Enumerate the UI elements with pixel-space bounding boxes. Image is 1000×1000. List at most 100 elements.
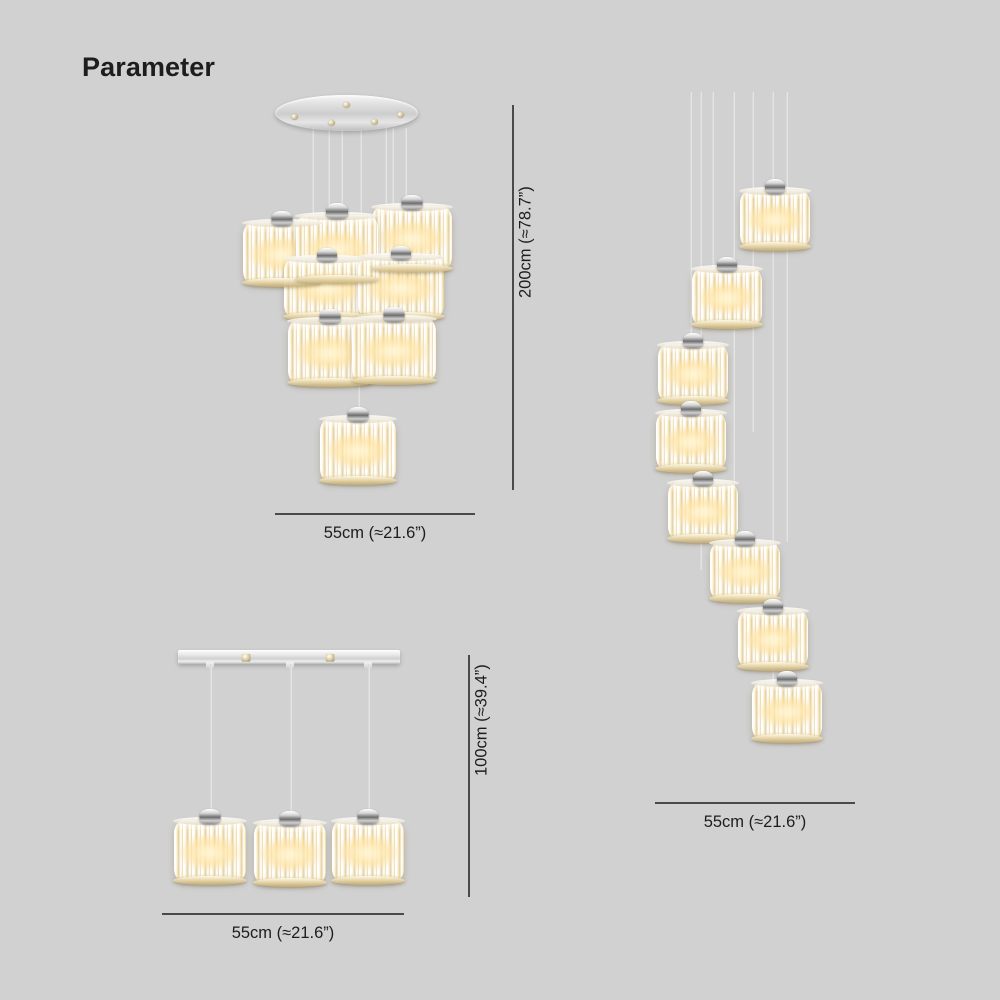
- dimension-label: 55cm (≈21.6”): [323, 524, 427, 542]
- crystal-drum: [320, 418, 396, 482]
- chrome-cap: [683, 333, 703, 348]
- canopy-screw: [371, 119, 378, 125]
- crystal-drum: [752, 682, 822, 740]
- crystal-shade: [173, 809, 247, 885]
- dimension-linear-width: 55cm (≈21.6”): [162, 913, 404, 943]
- chrome-cap: [693, 471, 713, 486]
- chrome-cap: [279, 811, 301, 826]
- shade-top-band: [372, 206, 452, 217]
- chrome-cap: [357, 809, 379, 824]
- crystal-drum: [332, 820, 404, 882]
- suspension-cord: [341, 128, 343, 208]
- shade-bottom-rim: [709, 594, 781, 603]
- suspension-cord: [405, 128, 407, 224]
- lamp-glow: [757, 695, 817, 729]
- dimension-rule: [468, 655, 470, 897]
- crystal-shade: [351, 307, 437, 385]
- chrome-cap: [383, 307, 405, 322]
- shade-bottom-rim: [737, 662, 809, 671]
- lamp-glow: [697, 281, 757, 315]
- canopy-screw: [328, 120, 335, 126]
- dimension-linear-height: 100cm (≈39.4”): [468, 655, 491, 897]
- crystal-shade: [319, 407, 397, 485]
- suspension-cord: [385, 128, 387, 206]
- lamp-glow: [745, 203, 805, 237]
- chrome-cap: [317, 248, 337, 262]
- crystal-shade: [667, 471, 739, 543]
- dimension-label: 200cm (≈78.7”): [516, 185, 535, 298]
- chrome-cap: [319, 309, 341, 324]
- lamp-glow: [337, 834, 399, 870]
- dimension-label: 55cm (≈21.6”): [231, 924, 335, 942]
- shade-bottom-rim: [667, 534, 739, 543]
- page-title: Parameter: [82, 52, 215, 82]
- crystal-shade: [709, 531, 781, 603]
- chrome-cap: [326, 203, 348, 219]
- shade-bottom-rim: [657, 396, 729, 405]
- shade-bottom-rim: [295, 275, 379, 284]
- shade-bottom-rim: [655, 464, 727, 473]
- lamp-glow: [378, 221, 446, 258]
- lamp-glow: [673, 495, 733, 529]
- lamp-glow: [364, 270, 438, 306]
- crystal-shade: [739, 179, 811, 251]
- dimension-label: 100cm (≈39.4”): [472, 664, 491, 776]
- shade-bottom-rim: [739, 242, 811, 251]
- crystal-shade: [657, 333, 729, 405]
- suspension-cord: [690, 92, 692, 344]
- dimension-rule: [275, 513, 475, 515]
- mounting-rail: [178, 650, 400, 669]
- shade-bottom-rim: [751, 734, 823, 743]
- shade-bottom-rim: [173, 876, 247, 885]
- suspension-cord: [786, 92, 788, 542]
- shade-bottom-rim: [242, 278, 322, 287]
- chrome-cap: [681, 401, 701, 416]
- suspension-cord: [210, 664, 212, 814]
- shade-top-band: [320, 418, 396, 429]
- canopy-screw: [397, 112, 404, 118]
- shade-top-band: [296, 215, 378, 226]
- crystal-drum: [254, 822, 326, 884]
- lamp-glow: [743, 623, 803, 657]
- shade-bottom-rim: [351, 376, 437, 385]
- lamp-glow: [326, 433, 390, 470]
- dimension-label: 55cm (≈21.6”): [703, 813, 807, 831]
- lamp-glow: [259, 836, 321, 872]
- crystal-drum: [352, 318, 436, 382]
- chrome-cap: [199, 809, 221, 824]
- lamp-glow: [663, 357, 723, 391]
- crystal-shade: [283, 248, 371, 321]
- crystal-shade: [253, 811, 327, 887]
- crystal-shade: [737, 599, 809, 671]
- shade-bottom-rim: [371, 264, 453, 273]
- dimension-cluster-width: 55cm (≈21.6”): [275, 513, 475, 543]
- crystal-drum: [692, 268, 762, 326]
- shade-bottom-rim: [319, 476, 397, 485]
- shade-bottom-rim: [253, 878, 327, 887]
- chrome-cap: [391, 246, 411, 260]
- crystal-drum: [740, 190, 810, 248]
- shade-bottom-rim: [331, 876, 405, 885]
- dimension-rule: [512, 105, 514, 490]
- chrome-cap: [347, 407, 369, 422]
- crystal-drum: [710, 542, 780, 600]
- lamp-glow: [358, 333, 430, 370]
- shade-top-band: [288, 320, 372, 331]
- crystal-shade: [331, 809, 405, 885]
- dimension-rule: [655, 802, 855, 804]
- rail-fitting: [241, 653, 251, 662]
- canopy-screw: [291, 114, 298, 120]
- shade-top-band: [352, 318, 436, 329]
- chrome-cap: [763, 599, 783, 614]
- chrome-cap: [717, 257, 737, 272]
- suspension-cord: [752, 92, 754, 432]
- shade-bottom-rim: [287, 378, 373, 387]
- crystal-drum: [738, 610, 808, 668]
- suspension-cord: [368, 664, 370, 814]
- rail-fitting: [325, 653, 335, 662]
- lamp-glow: [179, 834, 241, 870]
- lamp-glow: [661, 425, 721, 459]
- chrome-cap: [735, 531, 755, 546]
- crystal-drum: [658, 344, 728, 402]
